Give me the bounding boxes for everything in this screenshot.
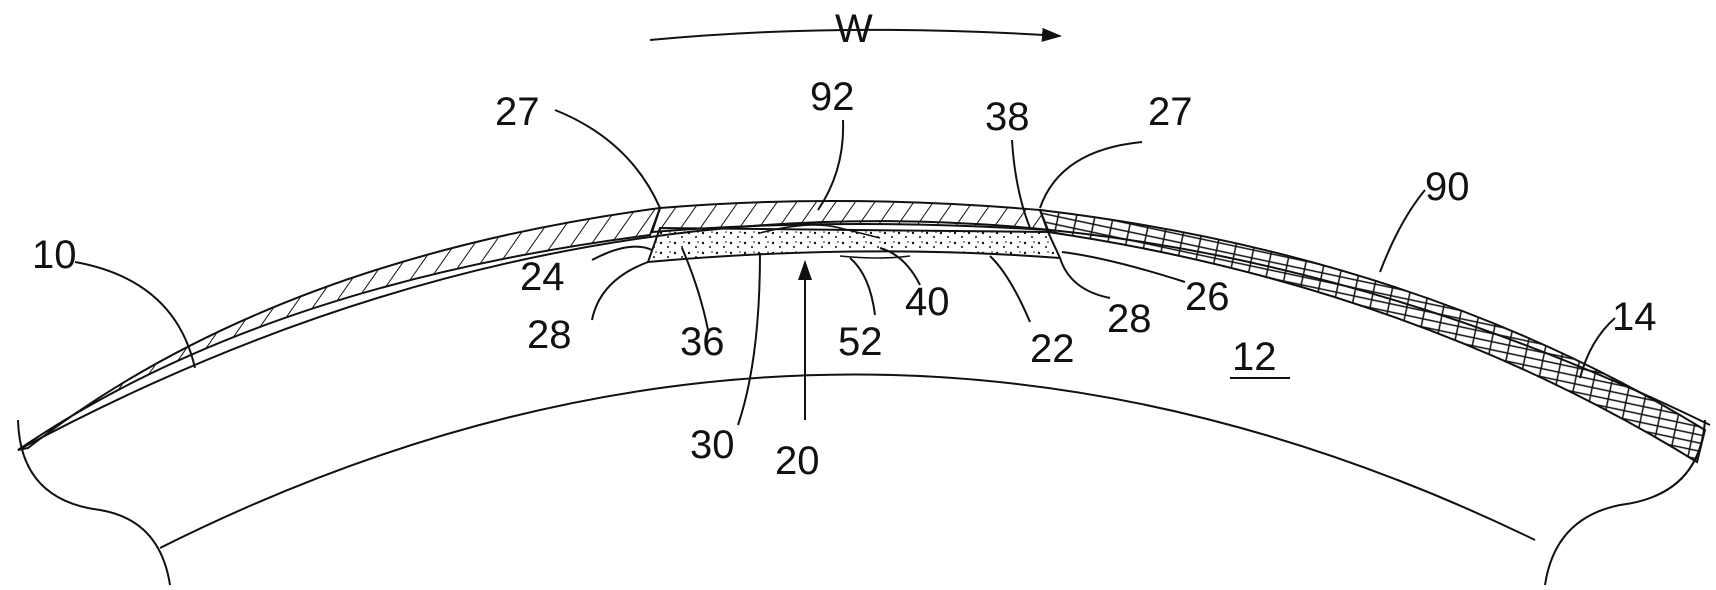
left-end-curve xyxy=(17,419,171,586)
label-27-right: 27 xyxy=(1148,90,1193,134)
leader-26 xyxy=(1061,251,1186,283)
cover-layer-left xyxy=(17,206,662,451)
leader-10 xyxy=(74,261,196,369)
label-10: 10 xyxy=(32,233,77,277)
label-30: 30 xyxy=(690,423,735,467)
leader-36 xyxy=(681,247,709,331)
leader-28-right xyxy=(1059,257,1111,299)
label-36: 36 xyxy=(680,320,725,364)
label-14: 14 xyxy=(1612,295,1657,339)
direction-arrow xyxy=(649,27,1062,42)
leader-24 xyxy=(591,245,653,261)
label-26: 26 xyxy=(1185,275,1230,319)
label-92: 92 xyxy=(810,75,855,119)
label-22: 22 xyxy=(1030,327,1075,371)
right-end-curve xyxy=(1544,419,1706,586)
cover-layer-right xyxy=(1038,208,1707,464)
leader-52 xyxy=(849,257,876,316)
leader-14 xyxy=(1579,317,1616,379)
label-20: 20 xyxy=(775,439,820,483)
label-28-left: 28 xyxy=(527,313,572,357)
leader-28-left xyxy=(591,261,649,321)
label-90: 90 xyxy=(1425,165,1470,209)
label-12: 12 xyxy=(1232,335,1277,379)
leader-38 xyxy=(1011,139,1031,229)
direction-label: W xyxy=(835,7,873,51)
patch-insert xyxy=(646,226,1062,264)
leader-27-right xyxy=(1039,141,1143,209)
leader-92 xyxy=(817,119,845,211)
cover-layer-middle xyxy=(650,199,1050,234)
label-27-left: 27 xyxy=(495,90,540,134)
label-52: 52 xyxy=(838,320,883,364)
label-38: 38 xyxy=(985,95,1030,139)
label-40: 40 xyxy=(905,280,950,324)
inner-arc xyxy=(159,373,1536,549)
leader-27-left xyxy=(554,109,661,209)
patch-internal-line xyxy=(759,224,881,239)
leader-22 xyxy=(989,255,1031,323)
leader-90 xyxy=(1379,189,1426,273)
leader-30 xyxy=(737,252,761,426)
leader-40 xyxy=(879,247,921,286)
patch-bottom-line xyxy=(839,255,911,259)
label-24: 24 xyxy=(520,255,565,299)
label-28-right: 28 xyxy=(1107,297,1152,341)
